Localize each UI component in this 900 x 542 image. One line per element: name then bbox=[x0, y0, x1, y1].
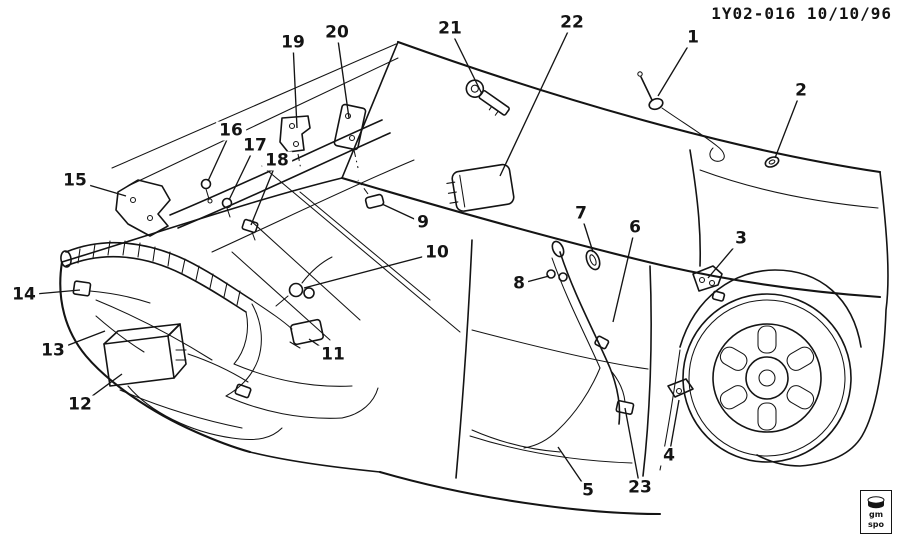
callout-12: 12 bbox=[65, 395, 95, 415]
callout-9: 9 bbox=[414, 213, 432, 233]
callout-10: 10 bbox=[422, 243, 452, 263]
car-body bbox=[60, 42, 888, 514]
leader-line-23 bbox=[625, 408, 640, 488]
callout-22: 22 bbox=[557, 13, 587, 33]
callout-16: 16 bbox=[216, 121, 246, 141]
drawing-number: 1Y02-016 10/10/96 bbox=[711, 4, 892, 23]
gm-drum-icon bbox=[867, 496, 885, 509]
gm-logo-text: gm bbox=[868, 510, 884, 520]
leader-line-22 bbox=[500, 23, 572, 176]
leader-line-6 bbox=[613, 228, 635, 322]
leader-line-21 bbox=[450, 29, 482, 94]
callout-21: 21 bbox=[435, 19, 465, 39]
leader-line-18 bbox=[251, 161, 277, 225]
leader-lines bbox=[24, 23, 801, 491]
leader-line-20 bbox=[337, 33, 349, 118]
callout-14: 14 bbox=[9, 285, 39, 305]
callout-15: 15 bbox=[60, 171, 90, 191]
leader-line-19 bbox=[293, 43, 297, 128]
callout-8: 8 bbox=[510, 274, 528, 294]
components bbox=[60, 72, 780, 452]
callout-20: 20 bbox=[322, 23, 352, 43]
callout-19: 19 bbox=[278, 33, 308, 53]
callout-6: 6 bbox=[626, 218, 644, 238]
callout-13: 13 bbox=[38, 341, 68, 361]
callout-3: 3 bbox=[732, 229, 750, 249]
spo-logo-text: spo bbox=[868, 519, 884, 529]
rear-wheel bbox=[683, 294, 851, 462]
gm-spo-logo: gm spo bbox=[860, 490, 892, 534]
callout-5: 5 bbox=[579, 481, 597, 501]
callout-23: 23 bbox=[625, 478, 655, 498]
callout-18: 18 bbox=[262, 151, 292, 171]
callout-4: 4 bbox=[660, 446, 678, 466]
leader-line-2 bbox=[775, 91, 801, 158]
leader-line-1 bbox=[658, 38, 693, 96]
callout-2: 2 bbox=[792, 81, 810, 101]
callout-7: 7 bbox=[572, 204, 590, 224]
callout-1: 1 bbox=[684, 28, 702, 48]
callout-11: 11 bbox=[318, 345, 348, 365]
leader-line-10 bbox=[304, 253, 437, 288]
callout-17: 17 bbox=[240, 136, 270, 156]
